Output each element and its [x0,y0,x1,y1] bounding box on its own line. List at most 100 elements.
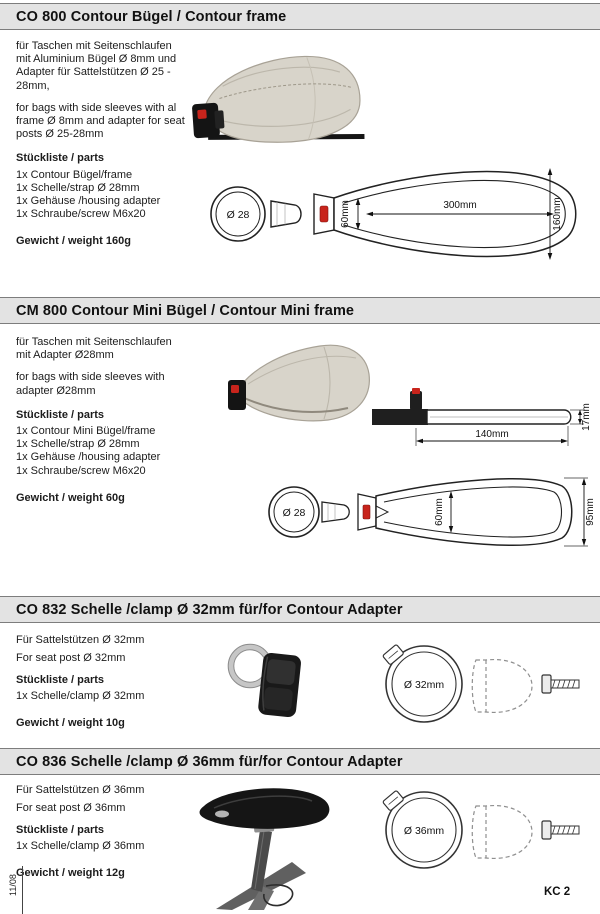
dim-height: 95mm [564,477,596,547]
cm800-description-en: for bags with side sleeves with adapter … [16,371,165,397]
red-release-button [362,504,371,520]
fork-notch [375,505,390,519]
co836-description-en: For seat post Ø 36mm [16,801,126,814]
co800-text-column: für Taschen mit Seitenschlaufen mit Alum… [16,40,188,249]
frame-inner-outline [343,179,566,249]
frame-inner-outline [383,486,563,538]
section-title-cm800: CM 800 Contour Mini Bügel / Contour Mini… [16,302,355,319]
page-code: KC 2 [544,886,571,898]
bag-mount-bracket [228,380,246,410]
section-header-cm800: CM 800 Contour Mini Bügel / Contour Mini… [0,297,600,324]
cm800-text-column: für Taschen mit Seitenschlaufen mit Adap… [16,336,188,505]
red-release-button [231,385,239,393]
dim-inner-width-label: 60mm [434,498,445,526]
ring-outer [385,791,463,869]
co800-description-en: for bags with side sleeves with al frame… [16,101,185,141]
co836-text-column: Für Sattelstützen Ø 36mm For seat post Ø… [16,784,188,881]
co836-description-de: Für Sattelstützen Ø 36mm [16,784,145,796]
section-title-co800: CO 800 Contour Bügel / Contour frame [16,8,287,25]
bag-body [203,55,361,143]
cm800-bag-photo [228,344,370,422]
dim-length: 300mm [366,200,554,217]
bracket-arm [372,409,428,425]
adapter-cone [321,501,350,523]
cm800-part-item: 1x Contour Mini Bügel/frame [16,425,156,438]
dim-inner-width: 60mm [434,491,454,533]
dim-length-label: 140mm [475,429,508,440]
cm800-technical-drawing: Ø 28 60mm 95mm [268,477,596,547]
saddle-logo [215,810,229,818]
ring-outer [385,645,463,723]
ring-inner [391,651,457,717]
co832-clamp-photo [227,643,301,718]
dim-length: 140mm [415,426,569,446]
co800-part-item: 1x Schelle/strap Ø 28mm [16,181,140,194]
clamp-bolt [382,644,404,665]
ring-diameter-label: Ø 36mm [404,825,445,837]
co800-description-de: für Taschen mit Seitenschlaufen mit Alum… [16,40,177,92]
dim-inner-width-label: 60mm [340,200,351,228]
co800-part-item: 1x Schraube/screw M6x20 [16,208,146,221]
cm800-part-item: 1x Schraube/screw M6x20 [16,464,146,477]
section-header-co832: CO 832 Schelle /clamp Ø 32mm für/for Con… [0,596,600,623]
co800-part-item: 1x Gehäuse /housing adapter [16,195,161,208]
dim-inner-width: 60mm [340,198,361,230]
dim-height: 160mm [547,168,563,260]
co836-saddle-photo [199,788,330,910]
clamp-diameter-label: Ø 28 [227,209,250,221]
co832-technical-drawing: Ø 32mm [382,644,580,723]
dim-height-label: 95mm [585,498,596,526]
co800-weight: Gewicht / weight 160g [16,235,131,248]
red-release-button [319,205,329,223]
co836-part-item: 1x Schelle/clamp Ø 36mm [16,840,145,853]
housing-ghost [471,658,533,714]
red-release-button [412,388,420,394]
dim-thickness-label: 17mm [581,403,592,431]
section-header-co836: CO 836 Schelle /clamp Ø 36mm für/for Con… [0,748,600,775]
clamp-ring-outline [210,186,266,242]
cm800-weight: Gewicht / weight 60g [16,491,125,504]
co800-technical-drawing: Ø 28 60mm 300mm 160mm [210,168,577,260]
co800-part-item: 1x Contour Bügel/frame [16,168,133,181]
co832-part-item: 1x Schelle/clamp Ø 32mm [16,690,145,703]
cm800-part-item: 1x Schelle/strap Ø 28mm [16,438,140,451]
screw [541,820,580,840]
dim-height-label: 160mm [552,197,563,230]
cm800-part-item: 1x Gehäuse /housing adapter [16,451,161,464]
seat-post [251,830,272,892]
frame-outer-outline [375,478,573,546]
clamp-ring-outline [268,486,320,538]
co800-parts-heading: Stückliste / parts [16,152,105,165]
clamp-bolt [382,790,404,811]
adapter-pin [410,391,422,410]
co800-bag-photo [192,55,365,143]
red-release-button [197,109,207,119]
co832-weight: Gewicht / weight 10g [16,717,125,730]
edition-label: 11/08 [8,874,18,896]
section-title-co836: CO 836 Schelle /clamp Ø 36mm für/for Con… [16,753,403,770]
cm800-parts-heading: Stückliste / parts [16,408,105,421]
bag-zipper [219,83,352,99]
screw [541,674,580,694]
co832-text-column: Für Sattelstützen Ø 32mm For seat post Ø… [16,634,188,731]
bag-body [235,344,370,422]
cm800-description-de: für Taschen mit Seitenschlaufen mit Adap… [16,336,172,362]
dim-thickness: 17mm [570,403,592,431]
footer-divider [22,866,23,914]
clamp-housing [258,653,301,718]
co832-description-en: For seat post Ø 32mm [16,651,126,664]
co832-parts-heading: Stückliste / parts [16,673,105,686]
section-header-co800: CO 800 Contour Bügel / Contour frame [0,3,600,30]
co836-parts-heading: Stückliste / parts [16,823,105,836]
ring-diameter-label: Ø 32mm [404,679,445,691]
saddle [199,788,330,829]
housing-ghost [471,804,533,860]
co836-technical-drawing: Ø 36mm [382,790,580,869]
ring-inner [391,797,457,863]
cm800-rail-side-view: 17mm 140mm [372,388,592,446]
section-title-co832: CO 832 Schelle /clamp Ø 32mm für/for Con… [16,601,403,618]
adapter-cone [270,200,302,228]
co832-description-de: Für Sattelstützen Ø 32mm [16,634,145,646]
co836-weight: Gewicht / weight 12g [16,867,125,880]
cable [263,884,294,907]
